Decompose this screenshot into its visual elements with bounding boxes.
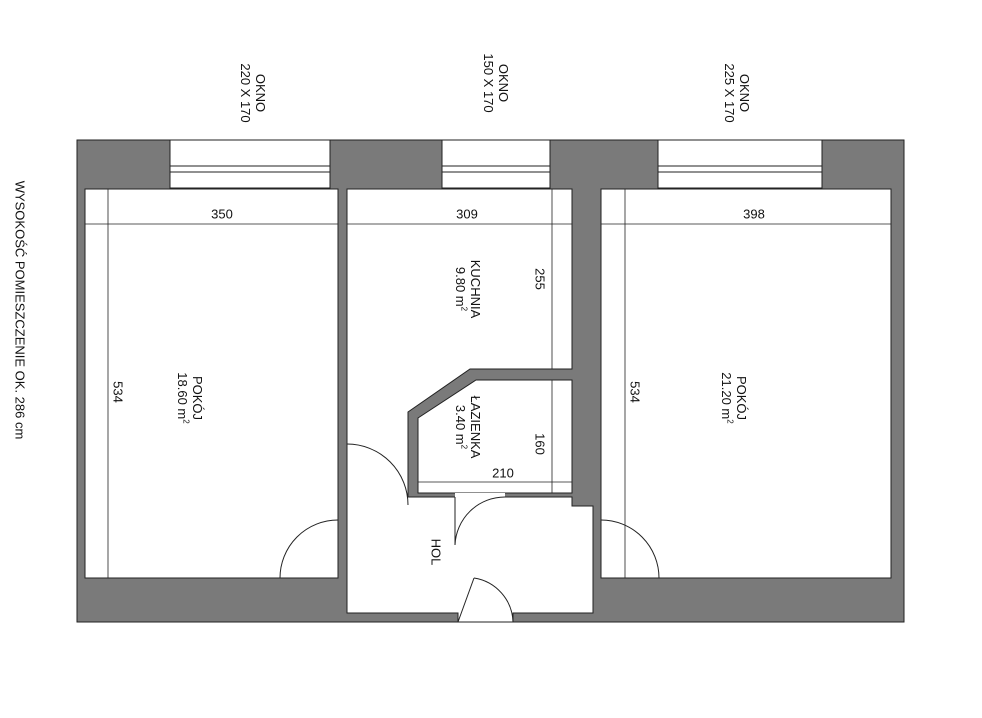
room-area: 21.20 m2 <box>719 372 734 423</box>
window-label-text: OKNO <box>737 73 752 113</box>
area-exponent: 2 <box>459 306 469 312</box>
room-area-value: 9.80 m <box>453 266 468 307</box>
height-note: WYSOKOŚĆ POMIESZCZENIE OK. 286 cm <box>12 180 28 440</box>
room-area-value: 21.20 m <box>719 372 734 420</box>
window-left-label: OKNO 220 X 170 <box>238 63 268 122</box>
room-area-value: 18.60 m <box>175 372 190 420</box>
room-name: POKÓJ <box>734 375 749 421</box>
room-area: 18.60 m2 <box>175 372 190 423</box>
window-label-text: OKNO <box>496 63 511 103</box>
dimension-lines <box>85 189 891 578</box>
room-pokoj-right <box>600 188 892 579</box>
dim-pokoj-right-width: 398 <box>743 206 765 222</box>
dim-pokoj-right-depth: 534 <box>627 381 643 403</box>
window-middle <box>441 139 551 189</box>
room-name: KUCHNIA <box>468 259 483 319</box>
room-pokoj-left <box>84 188 339 579</box>
window-right <box>657 139 823 189</box>
window-middle-label: OKNO 150 X 170 <box>481 53 511 112</box>
room-area-value: 3.40 m <box>453 404 468 445</box>
dim-pokoj-left-depth: 534 <box>110 381 126 403</box>
room-kuchnia-hol <box>346 188 594 623</box>
room-area: 3.40 m2 <box>453 396 468 459</box>
room-label-kuchnia: KUCHNIA 9.80 m2 <box>453 260 483 319</box>
room-name: POKÓJ <box>190 375 205 421</box>
window-size-text: 225 X 170 <box>722 63 737 123</box>
lazienka-door-opening <box>455 493 505 508</box>
door-swings <box>279 443 660 623</box>
area-exponent: 2 <box>459 444 469 450</box>
room-label-hol: HOL <box>428 538 444 566</box>
room-label-pokoj-left: POKÓJ 18.60 m2 <box>175 372 205 423</box>
room-name: ŁAZIENKA <box>468 395 483 459</box>
area-exponent: 2 <box>181 419 191 424</box>
window-label-text: OKNO <box>253 73 268 113</box>
window-left <box>169 139 331 189</box>
dim-pokoj-left-width: 350 <box>211 206 233 222</box>
area-exponent: 2 <box>725 419 735 424</box>
window-size-text: 150 X 170 <box>481 53 496 113</box>
room-label-lazienka: ŁAZIENKA 3.40 m2 <box>453 396 483 459</box>
room-label-pokoj-right: POKÓJ 21.20 m2 <box>719 372 749 423</box>
dim-kuchnia-width: 309 <box>456 206 478 222</box>
room-area: 9.80 m2 <box>453 260 468 319</box>
dim-kuchnia-depth: 255 <box>532 268 548 290</box>
window-size-text: 220 X 170 <box>238 63 253 123</box>
dim-lazienka-width: 210 <box>492 465 514 481</box>
dim-lazienka-depth: 160 <box>532 433 548 455</box>
window-right-label: OKNO 225 X 170 <box>722 63 752 122</box>
